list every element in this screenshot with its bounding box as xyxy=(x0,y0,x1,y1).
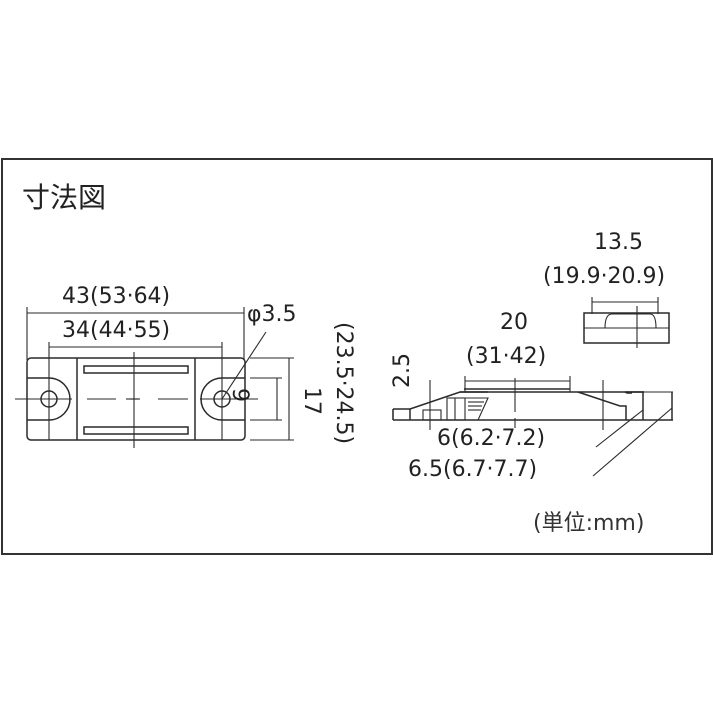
end-view xyxy=(583,297,670,348)
diagram-frame xyxy=(1,158,713,555)
top-view xyxy=(15,307,294,448)
slot-width-label: 9 xyxy=(227,388,252,402)
end-width-alt-label: (19.9·20.9) xyxy=(543,264,666,289)
base-height-label: 2.5 xyxy=(390,353,415,388)
side-length-alt-label: (31·42) xyxy=(466,344,547,369)
side-view xyxy=(392,376,673,477)
height-1-label: 6(6.2·7.2) xyxy=(437,426,546,451)
title: 寸法図 xyxy=(22,181,107,214)
overall-width-label: 17 xyxy=(299,387,324,415)
height-2-label: 6.5(6.7·7.7) xyxy=(408,457,538,482)
overall-width-alt-label: (23.5·24.5) xyxy=(331,322,356,445)
overall-length-label: 43(53·64) xyxy=(62,284,171,309)
end-width-label: 13.5 xyxy=(594,230,643,255)
side-length-label: 20 xyxy=(500,310,528,335)
unit-note: (単位:mm) xyxy=(533,511,645,536)
hole-pitch-label: 34(44·55) xyxy=(62,318,171,343)
hole-diameter-label: φ3.5 xyxy=(247,302,297,327)
